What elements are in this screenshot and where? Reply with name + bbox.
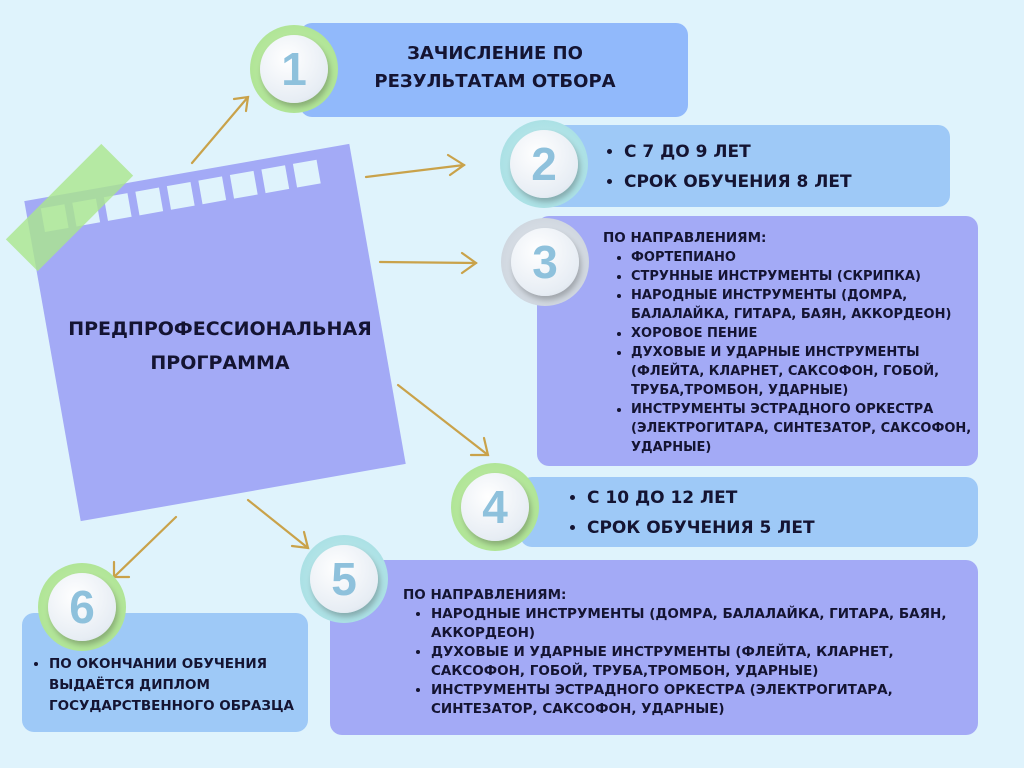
step3-badge: 3 (501, 218, 589, 306)
list-item: С 10 ДО 12 ЛЕТ (587, 483, 815, 513)
step3-heading: ПО НАПРАВЛЕНИЯМ: (603, 230, 767, 246)
program-title: ПРЕДПРОФЕССИОНАЛЬНАЯ ПРОГРАММА (40, 312, 400, 380)
step1-number: 1 (260, 35, 328, 103)
arrow-to-step6 (112, 515, 178, 579)
step5-badge: 5 (300, 535, 388, 623)
step1-text: ЗАЧИСЛЕНИЕ ПО РЕЗУЛЬТАТАМ ОТБОРА (345, 40, 645, 96)
step2-number: 2 (510, 130, 578, 198)
step1-badge: 1 (250, 25, 338, 113)
list-item: ДУХОВЫЕ И УДАРНЫЕ ИНСТРУМЕНТЫ (ФЛЕЙТА, К… (431, 643, 973, 681)
list-item: ДУХОВЫЕ И УДАРНЫЕ ИНСТРУМЕНТЫ (ФЛЕЙТА, К… (631, 343, 973, 400)
arrow-to-step1 (190, 95, 250, 165)
step1-box (300, 23, 688, 117)
step5-box (330, 560, 978, 735)
step2-box (540, 125, 950, 207)
step4-list: С 10 ДО 12 ЛЕТ СРОК ОБУЧЕНИЯ 5 ЛЕТ (565, 483, 815, 543)
step6-badge: 6 (38, 563, 126, 651)
title-line1: ПРЕДПРОФЕССИОНАЛЬНАЯ (68, 318, 372, 340)
list-item: С 7 ДО 9 ЛЕТ (624, 137, 852, 167)
step6-list: ПО ОКОНЧАНИИ ОБУЧЕНИЯ ВЫДАЁТСЯ ДИПЛОМ ГО… (27, 654, 319, 717)
list-item: НАРОДНЫЕ ИНСТРУМЕНТЫ (ДОМРА, БАЛАЛАЙКА, … (431, 605, 973, 643)
step4-box (520, 477, 978, 547)
list-item: СРОК ОБУЧЕНИЯ 8 ЛЕТ (624, 167, 852, 197)
step5-text: ПО НАПРАВЛЕНИЯМ: НАРОДНЫЕ ИНСТРУМЕНТЫ (Д… (403, 586, 973, 719)
step2-badge: 2 (500, 120, 588, 208)
step4-number: 4 (461, 473, 529, 541)
step2-list: С 7 ДО 9 ЛЕТ СРОК ОБУЧЕНИЯ 8 ЛЕТ (602, 137, 852, 197)
step4-badge: 4 (451, 463, 539, 551)
list-item: СРОК ОБУЧЕНИЯ 5 ЛЕТ (587, 513, 815, 543)
step3-number: 3 (511, 228, 579, 296)
step5-number: 5 (310, 545, 378, 613)
list-item: ИНСТРУМЕНТЫ ЭСТРАДНОГО ОРКЕСТРА (ЭЛЕКТРО… (631, 400, 973, 457)
list-item: ИНСТРУМЕНТЫ ЭСТРАДНОГО ОРКЕСТРА (ЭЛЕКТРО… (431, 681, 973, 719)
arrow-to-step2 (364, 153, 466, 179)
title-line2: ПРОГРАММА (150, 352, 290, 374)
step3-text: ПО НАПРАВЛЕНИЯМ: ФОРТЕПИАНО СТРУННЫЕ ИНС… (603, 229, 973, 457)
arrow-to-step4 (396, 383, 490, 457)
list-item: НАРОДНЫЕ ИНСТРУМЕНТЫ (ДОМРА, БАЛАЛАЙКА, … (631, 286, 973, 324)
arrow-to-step5 (246, 498, 310, 550)
list-item: ПО ОКОНЧАНИИ ОБУЧЕНИЯ ВЫДАЁТСЯ ДИПЛОМ ГО… (49, 654, 319, 717)
step5-heading: ПО НАПРАВЛЕНИЯМ: (403, 587, 567, 603)
list-item: ФОРТЕПИАНО (631, 248, 973, 267)
arrow-to-step3 (378, 251, 478, 275)
list-item: ХОРОВОЕ ПЕНИЕ (631, 324, 973, 343)
step1-line2: РЕЗУЛЬТАТАМ ОТБОРА (374, 71, 616, 92)
step3-box (537, 216, 978, 466)
list-item: СТРУННЫЕ ИНСТРУМЕНТЫ (СКРИПКА) (631, 267, 973, 286)
step6-number: 6 (48, 573, 116, 641)
step1-line1: ЗАЧИСЛЕНИЕ ПО (407, 43, 583, 64)
